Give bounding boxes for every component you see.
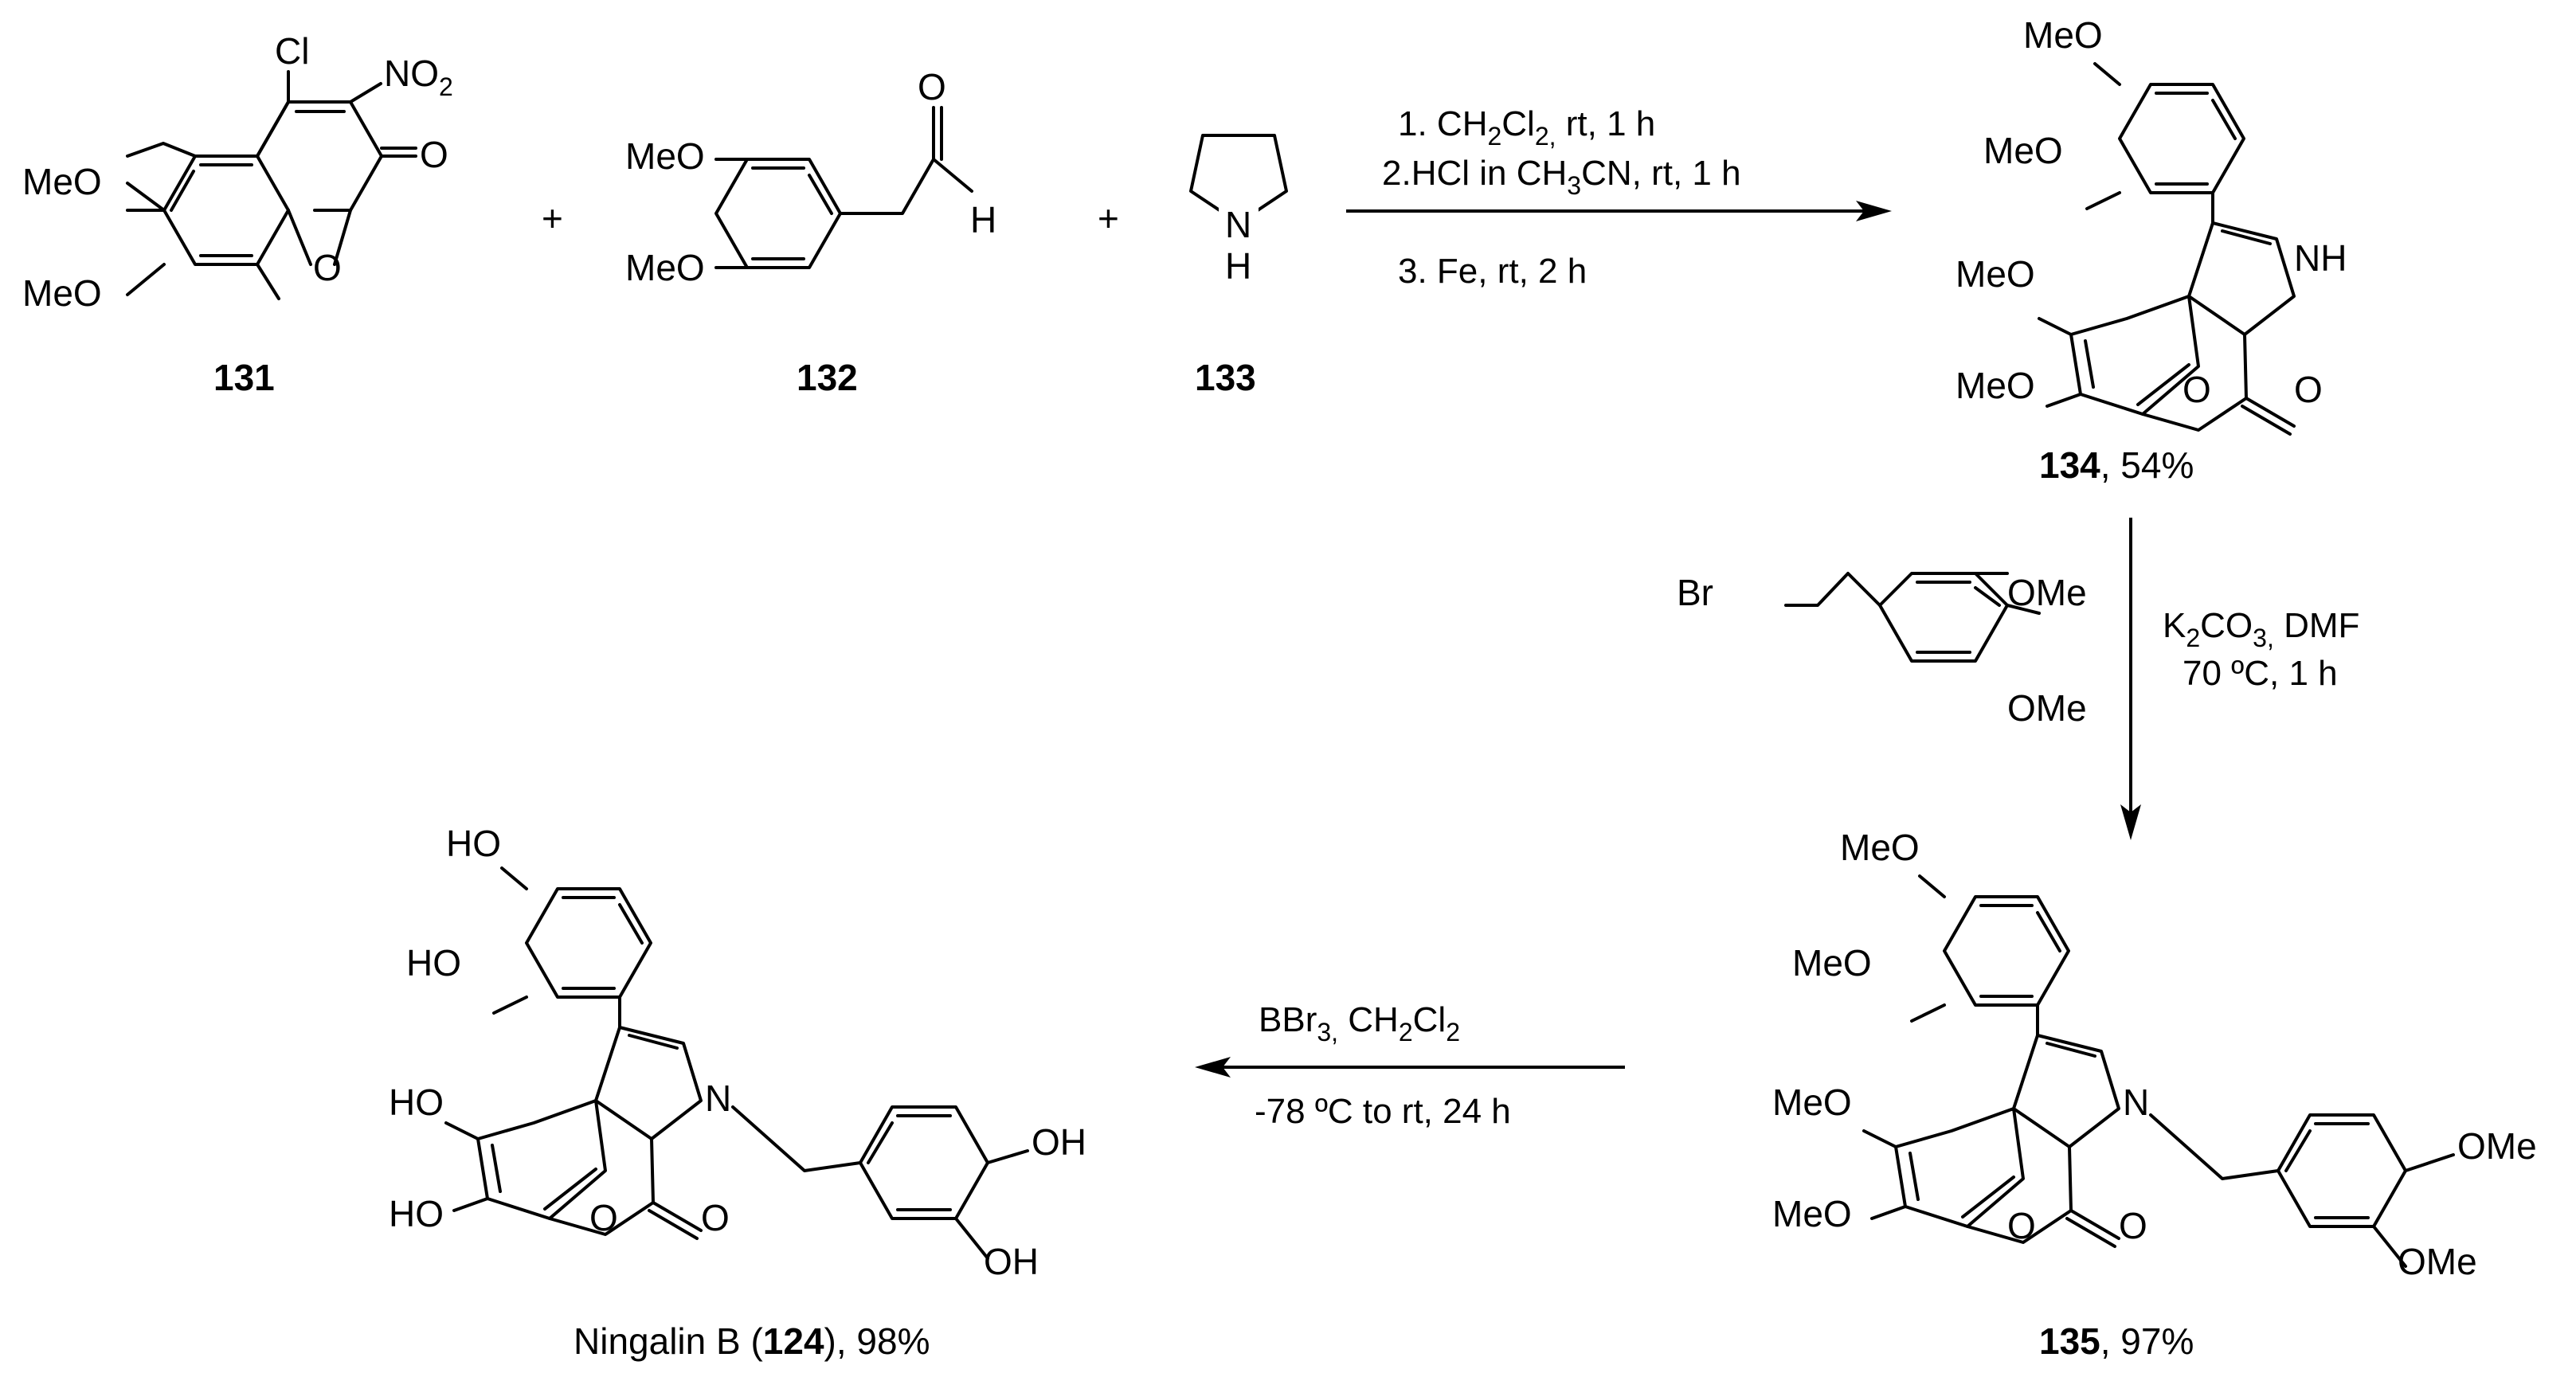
step2-condition-1: K2CO3, DMF	[2163, 606, 2359, 652]
step1-condition-2: 2.HCl in CH3CN, rt, 1 h	[1382, 154, 1741, 200]
ring-o: O	[589, 1197, 618, 1238]
step2-condition-2: 70 ºC, 1 h	[2183, 654, 2338, 693]
oh-2: OH	[984, 1241, 1039, 1282]
label-134: 134, 54%	[2039, 444, 2194, 486]
carbonyl-o: O	[420, 134, 448, 175]
bromine-atom: Br	[1677, 572, 1713, 613]
step3-condition-2: -78 ºC to rt, 24 h	[1255, 1092, 1511, 1131]
compound-132: O H MeO MeO 132	[625, 66, 996, 398]
reaction-arrow-2	[2120, 518, 2141, 840]
pyrrole-nh: NH	[2294, 237, 2347, 279]
meo-1: MeO	[22, 161, 102, 202]
amine-n: N	[1225, 204, 1251, 245]
ome-1: OMe	[2457, 1125, 2537, 1167]
label-131: 131	[213, 357, 275, 398]
oh-1: OH	[1032, 1121, 1086, 1163]
carbonyl-o: O	[701, 1197, 730, 1238]
reaction-arrow-3	[1195, 1057, 1625, 1078]
ho-upper-1: HO	[446, 823, 501, 864]
label-135: 135, 97%	[2039, 1320, 2194, 1362]
reagent-bromide: Br OMe OMe	[1677, 572, 2087, 729]
plus-sign-2: +	[1098, 198, 1119, 239]
aldehyde-o: O	[918, 66, 946, 108]
aldehyde-h: H	[970, 199, 996, 241]
reaction-arrow-1	[1346, 201, 1892, 221]
ring-o: O	[2007, 1205, 2036, 1246]
meo-2: MeO	[22, 272, 102, 314]
ome-1: OMe	[2007, 572, 2087, 613]
plus-sign-1: +	[542, 198, 563, 239]
label-124: Ningalin B (124), 98%	[574, 1320, 930, 1362]
pyrrole-n: N	[705, 1078, 731, 1119]
meo-upper-1: MeO	[2023, 14, 2103, 56]
meo-lower-2: MeO	[1772, 1193, 1852, 1234]
meo-1: MeO	[625, 135, 705, 177]
ho-lower-2: HO	[389, 1193, 444, 1234]
ome-2: OMe	[2398, 1241, 2477, 1282]
ome-2: OMe	[2007, 687, 2087, 729]
meo-lower-2: MeO	[1955, 365, 2035, 406]
compound-135: MeO MeO MeO MeO N O O OMe OMe 135, 97%	[1772, 827, 2537, 1362]
pyrrole-n: N	[2123, 1082, 2149, 1123]
meo-upper-2: MeO	[1983, 130, 2063, 171]
label-133: 133	[1195, 357, 1256, 398]
compound-134: MeO MeO MeO MeO NH O O 134, 54%	[1955, 14, 2347, 486]
step1-condition-1: 1. CH2Cl2, rt, 1 h	[1398, 104, 1655, 151]
carbonyl-o: O	[2294, 369, 2323, 410]
meo-lower-1: MeO	[1955, 253, 2035, 295]
ring-o: O	[313, 247, 342, 288]
compound-124-ningalin-b: HO HO HO HO N O O OH OH Ningalin B (124)…	[389, 823, 1086, 1362]
step1-condition-3: 3. Fe, rt, 2 h	[1398, 252, 1587, 291]
label-132: 132	[797, 357, 858, 398]
ring-o: O	[2183, 369, 2211, 410]
ho-upper-2: HO	[406, 942, 461, 984]
ho-lower-1: HO	[389, 1082, 444, 1123]
no2-group: NO2	[384, 53, 453, 101]
cl-atom: Cl	[275, 30, 309, 72]
meo-upper-1: MeO	[1840, 827, 1920, 868]
amine-h: H	[1225, 245, 1251, 287]
meo-lower-1: MeO	[1772, 1082, 1852, 1123]
compound-133: N H 133	[1189, 134, 1288, 398]
carbonyl-o: O	[2119, 1205, 2147, 1246]
compound-131: Cl NO2 O O MeO MeO 131	[22, 30, 453, 398]
meo-upper-2: MeO	[1792, 942, 1872, 984]
meo-2: MeO	[625, 247, 705, 288]
step3-condition-1: BBr3, CH2Cl2	[1259, 1000, 1460, 1046]
